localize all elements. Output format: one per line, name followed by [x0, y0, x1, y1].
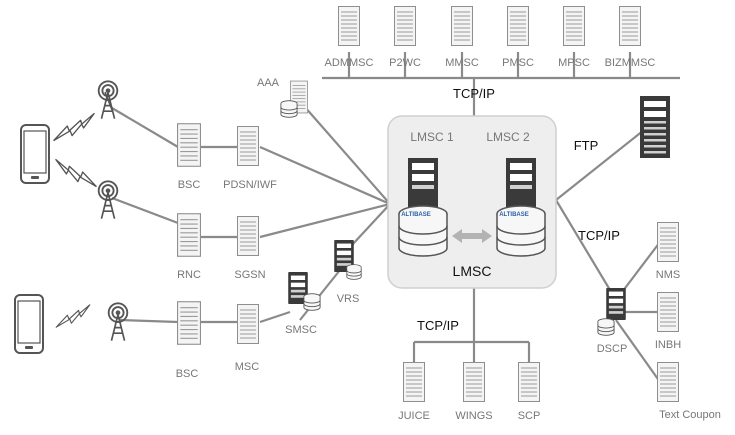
antenna-tower-icon [97, 80, 119, 120]
label-bsc-2: BSC [176, 368, 199, 380]
connection-lines [111, 52, 680, 383]
server-bsc-2: BSC [176, 301, 201, 380]
server-rnc: RNC [177, 213, 201, 281]
label-vrs: VRS [337, 293, 360, 305]
server-text-coupon: Text Coupon [657, 362, 721, 421]
label-pdsn-iwf: PDSN/IWF [223, 179, 277, 191]
replication-arrow [452, 229, 492, 243]
label-ftp: FTP [574, 138, 599, 153]
label-sgsn: SGSN [234, 269, 265, 281]
server-smsc: SMSC [285, 272, 321, 336]
server-aaa: AAA [257, 77, 308, 118]
server-pmsc: PMSC [502, 6, 534, 69]
label-scp: SCP [518, 410, 541, 422]
lightning-icon [55, 304, 91, 328]
label-lmsc: LMSC [453, 263, 492, 279]
mobile-phone-icon [20, 124, 50, 184]
server-admmsc: ADMMSC [325, 6, 374, 69]
label-dscp: DSCP [597, 343, 628, 355]
server-msc: MSC [235, 304, 260, 373]
label-smsc: SMSC [285, 324, 317, 336]
lightning-icon [53, 112, 95, 142]
label-admmsc: ADMMSC [325, 57, 374, 69]
label-msc: MSC [235, 361, 260, 373]
label-lmsc1: LMSC 1 [410, 130, 454, 144]
server-scp: SCP [518, 362, 541, 422]
lmsc-cluster: LMSC 1 LMSC 2 ALTIBASE ALTIBASE [387, 115, 557, 289]
lightning-icon [55, 158, 97, 188]
lmsc1-server: ALTIBASE [398, 158, 448, 257]
server-pdsn-iwf: PDSN/IWF [223, 126, 277, 191]
altibase-logo-2: ALTIBASE [499, 212, 529, 218]
server-p2wc: P2WC [389, 6, 421, 69]
antenna-tower-icon [107, 302, 129, 342]
server-sgsn: SGSN [234, 216, 266, 281]
mobile-phone-icon [14, 294, 44, 354]
label-aaa: AAA [257, 77, 280, 89]
altibase-logo-1: ALTIBASE [401, 212, 431, 218]
server-mmsc: MMSC [445, 6, 479, 69]
server-wings: WINGS [455, 362, 493, 422]
label-juice: JUICE [398, 410, 430, 422]
server-bsc-1: BSC [177, 123, 201, 191]
server-juice: JUICE [398, 362, 430, 422]
label-nms: NMS [656, 269, 680, 281]
label-pmsc: PMSC [502, 57, 534, 69]
server-nms: NMS [656, 222, 680, 281]
label-wings: WINGS [455, 410, 492, 422]
server-mpsc: MPSC [558, 6, 590, 69]
label-bizmmsc: BIZMMSC [605, 57, 656, 69]
lmsc2-server: ALTIBASE [496, 158, 546, 257]
server-dscp: DSCP [597, 288, 628, 355]
server-vrs: VRS [334, 240, 362, 305]
label-text-coupon: Text Coupon [659, 409, 721, 421]
label-bsc-1: BSC [178, 179, 201, 191]
server-inbh: INBH [655, 292, 681, 351]
label-mpsc: MPSC [558, 57, 590, 69]
label-tcpip-right: TCP/IP [578, 228, 620, 243]
label-tcpip-bottom: TCP/IP [417, 318, 459, 333]
label-lmsc2: LMSC 2 [486, 130, 530, 144]
label-p2wc: P2WC [389, 57, 421, 69]
server-bizmmsc: BIZMMSC [605, 6, 656, 69]
label-inbh: INBH [655, 339, 681, 351]
label-mmsc: MMSC [445, 57, 479, 69]
label-rnc: RNC [177, 269, 201, 281]
server-ftp [640, 96, 670, 158]
label-tcpip-top: TCP/IP [453, 86, 495, 101]
